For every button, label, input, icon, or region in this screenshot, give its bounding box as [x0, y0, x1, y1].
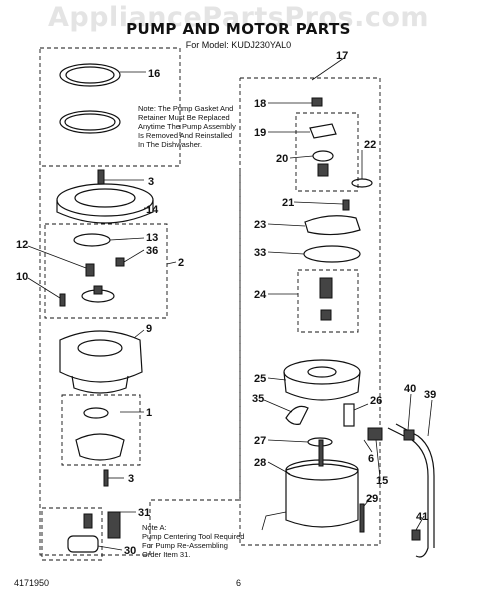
pump-gasket-inner [65, 66, 115, 84]
pump-housing-part [59, 330, 143, 383]
chopper-blade [83, 407, 109, 419]
drain-hose-outer [395, 423, 435, 548]
impeller-group-box [44, 223, 168, 319]
page-number: 6 [236, 578, 242, 588]
callout-21: 21 [282, 197, 294, 209]
o-ring-part-22 [351, 178, 373, 188]
watermark: AppliancePartsPros.com [47, 2, 430, 33]
impeller-bolt [85, 263, 95, 277]
callout-22: 22 [364, 139, 376, 151]
gasket-retainer-part [59, 110, 121, 134]
pump-cover-hub [74, 188, 136, 208]
screw-part-10 [59, 293, 66, 307]
screw-part-21 [342, 199, 350, 211]
motor-part-28 [285, 463, 359, 528]
drain-hose-part [387, 427, 429, 558]
seal-group-box [295, 112, 359, 192]
callout-25: 25 [254, 373, 266, 385]
impeller-seal-ring [73, 233, 111, 247]
impeller-nut [115, 257, 125, 267]
centering-tool-part [83, 513, 93, 529]
callout-26: 26 [370, 395, 382, 407]
hose-clamp-part-41 [411, 529, 421, 541]
callout-27: 27 [254, 435, 266, 447]
callout-19: 19 [254, 127, 266, 139]
motor-housing-part-25 [283, 359, 361, 385]
callout-41: 41 [416, 511, 428, 523]
callout-31: 31 [138, 507, 150, 519]
callout-40: 40 [404, 383, 416, 395]
callout-3-upper: 3 [148, 176, 154, 188]
callout-6: 6 [368, 453, 374, 465]
callout-39: 39 [424, 389, 436, 401]
callout-12: 12 [16, 239, 28, 251]
motor-group-box [239, 77, 381, 546]
motor-shaft [318, 439, 324, 467]
tool-item-31 [107, 511, 121, 539]
callout-16: 16 [148, 68, 160, 80]
callout-10: 10 [16, 271, 28, 283]
seal-part-20 [312, 150, 334, 162]
shaft-seal-part [320, 309, 332, 321]
model-line: For Model: KUDJ230YAL0 [185, 40, 292, 50]
screw-part-lower [103, 469, 109, 487]
callout-3-lower: 3 [128, 473, 134, 485]
callout-15: 15 [376, 475, 388, 487]
callout-14: 14 [146, 204, 159, 216]
nut-part-18 [311, 97, 323, 107]
valve-part-15 [367, 427, 383, 441]
callout-9: 9 [146, 323, 152, 335]
chopper-group-box [61, 394, 141, 466]
gasket-retainer-inner [64, 113, 116, 131]
gasket-group-box [39, 47, 181, 167]
shaft-part-24 [319, 277, 333, 299]
callout-30: 30 [124, 545, 136, 557]
callout-28: 28 [254, 457, 266, 469]
motor-housing-body [283, 371, 361, 401]
seal-bracket-part [309, 123, 337, 139]
pump-housing-inlet [77, 339, 123, 357]
screw-part-upper [97, 169, 105, 185]
gasket-part-33 [303, 245, 361, 263]
pump-cover-rim [56, 200, 154, 224]
callout-23: 23 [254, 219, 266, 231]
chopper-housing [75, 433, 125, 461]
callout-24: 24 [254, 289, 267, 301]
motor-wire-lead [261, 511, 287, 531]
screw-part-29 [359, 503, 365, 533]
callout-35: 35 [252, 393, 264, 405]
callout-20: 20 [276, 153, 288, 165]
elbow-part-35 [285, 405, 309, 425]
bracket-part-26 [343, 403, 355, 427]
tool-group-box [41, 507, 103, 561]
seal-body-part [317, 163, 329, 177]
callout-18: 18 [254, 98, 266, 110]
callout-36: 36 [146, 245, 158, 257]
note-a: Note A: Pump Centering Tool Required For… [142, 523, 245, 559]
callout-13: 13 [146, 232, 158, 244]
pump-housing-base [71, 375, 129, 394]
gasket-note: Note: The Pump Gasket And Retainer Must … [138, 104, 236, 149]
callout-1: 1 [146, 407, 152, 419]
motor-mount-part-23 [304, 215, 361, 236]
document-number: 4171950 [14, 578, 50, 588]
pump-gasket-part [59, 63, 121, 87]
callout-labels: 16 3 14 13 36 2 12 10 9 1 3 31 30 17 18 … [16, 50, 436, 557]
motor-housing-hub [307, 366, 337, 378]
page-title: PUMP AND MOTOR PARTS [126, 20, 351, 38]
callout-17: 17 [336, 50, 348, 62]
pump-group-box [39, 168, 241, 556]
callout-33: 33 [254, 247, 266, 259]
impeller-hub [93, 285, 103, 295]
leader-lines [27, 57, 433, 551]
hose-clamp-part-40 [403, 429, 415, 441]
callout-2: 2 [178, 257, 184, 269]
callout-29: 29 [366, 493, 378, 505]
tool-case-part [67, 535, 99, 553]
shaft-group-box [297, 269, 359, 333]
